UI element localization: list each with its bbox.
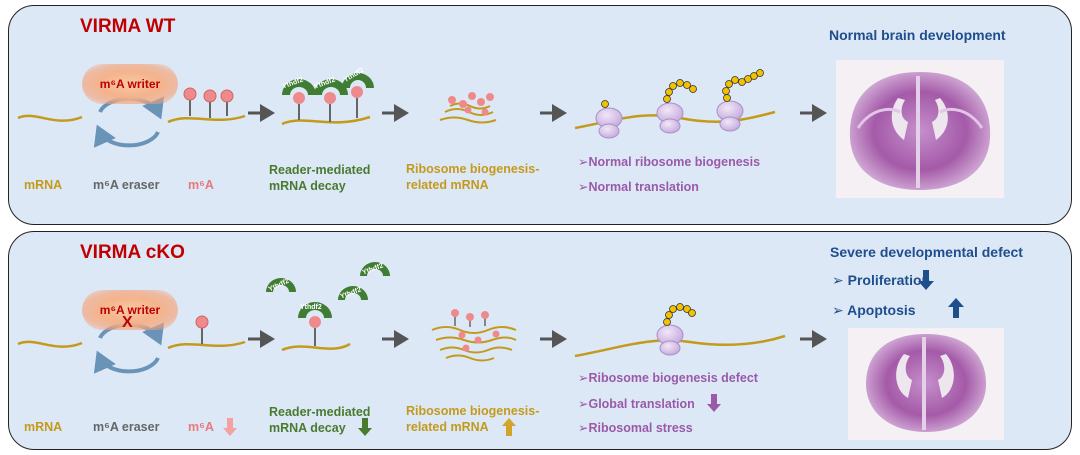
cko-label-ribo-1: Ribosome biogenesis- bbox=[406, 404, 540, 418]
wt-label-m6a: m⁶A bbox=[188, 178, 214, 192]
wt-writer-eraser-cycle bbox=[93, 96, 165, 148]
wt-m6a-writer-badge: m⁶A writer bbox=[82, 64, 178, 104]
cko-title: VIRMA cKO bbox=[80, 242, 185, 263]
cko-knockout-mark: X bbox=[122, 314, 133, 331]
wt-writer-label: m⁶A writer bbox=[99, 77, 161, 91]
wt-translation bbox=[574, 69, 776, 139]
wt-brain-section-image bbox=[836, 60, 1004, 198]
cko-free-readers bbox=[266, 262, 390, 352]
cko-phenotype-apoptosis: ➢ Apoptosis bbox=[832, 302, 916, 318]
wt-label-ribo-1: Ribosome biogenesis- bbox=[406, 162, 540, 176]
cko-effect-1: ➢Ribosome biogenesis defect bbox=[578, 371, 758, 385]
cko-label-reader-1: Reader-mediated bbox=[269, 405, 371, 419]
cko-mrna-strand bbox=[17, 340, 83, 348]
wt-label-reader-2: mRNA decay bbox=[269, 179, 346, 193]
cko-label-reader-2: mRNA decay bbox=[269, 421, 346, 435]
m6a-down-arrow-icon bbox=[223, 418, 237, 436]
cko-label-m6a: m⁶A bbox=[188, 420, 214, 434]
cko-effect-3: ➢Ribosomal stress bbox=[578, 421, 693, 435]
translation-down-arrow-icon bbox=[707, 394, 721, 412]
wt-effect-2: ➢Normal translation bbox=[578, 180, 699, 194]
wt-label-ribo-2: related mRNA bbox=[406, 178, 489, 192]
cko-brain-section-image bbox=[848, 328, 1004, 440]
cko-reader-label-4: Ythdf2 bbox=[300, 304, 322, 311]
wt-mrna-strand bbox=[17, 114, 83, 122]
cko-phenotype-proliferation: ➢ Proliferation bbox=[832, 272, 931, 288]
wt-effect-1: ➢Normal ribosome biogenesis bbox=[578, 155, 761, 169]
cko-m6a-writer-badge: m⁶A writer bbox=[82, 290, 178, 330]
cko-writer-label: m⁶A writer bbox=[99, 303, 161, 317]
wt-methylated-mrna bbox=[167, 87, 246, 124]
cko-outcome: Severe developmental defect bbox=[830, 244, 1023, 260]
cko-translation bbox=[574, 303, 786, 358]
wt-label-mrna: mRNA bbox=[24, 178, 63, 192]
cko-label-mrna: mRNA bbox=[24, 420, 63, 434]
ribo-mrna-up-arrow-icon bbox=[502, 418, 516, 436]
wt-label-eraser: m⁶A eraser bbox=[93, 178, 160, 192]
proliferation-down-arrow-icon bbox=[918, 270, 934, 290]
cko-effect-2: ➢Global translation bbox=[578, 397, 695, 411]
wt-title: VIRMA WT bbox=[80, 16, 176, 37]
wt-outcome: Normal brain development bbox=[829, 27, 1006, 43]
wt-label-reader-1: Reader-mediated bbox=[269, 163, 371, 177]
apoptosis-up-arrow-icon bbox=[948, 298, 964, 318]
cko-label-ribo-2: related mRNA bbox=[406, 420, 489, 434]
wt-reader-binding bbox=[281, 73, 374, 126]
cko-label-eraser: m⁶A eraser bbox=[93, 420, 160, 434]
wt-ribosome-mrna-cluster bbox=[439, 92, 497, 124]
decay-down-arrow-icon bbox=[358, 418, 372, 436]
cko-ribosome-mrna-cluster bbox=[431, 309, 517, 362]
cko-methylated-mrna bbox=[167, 315, 246, 350]
